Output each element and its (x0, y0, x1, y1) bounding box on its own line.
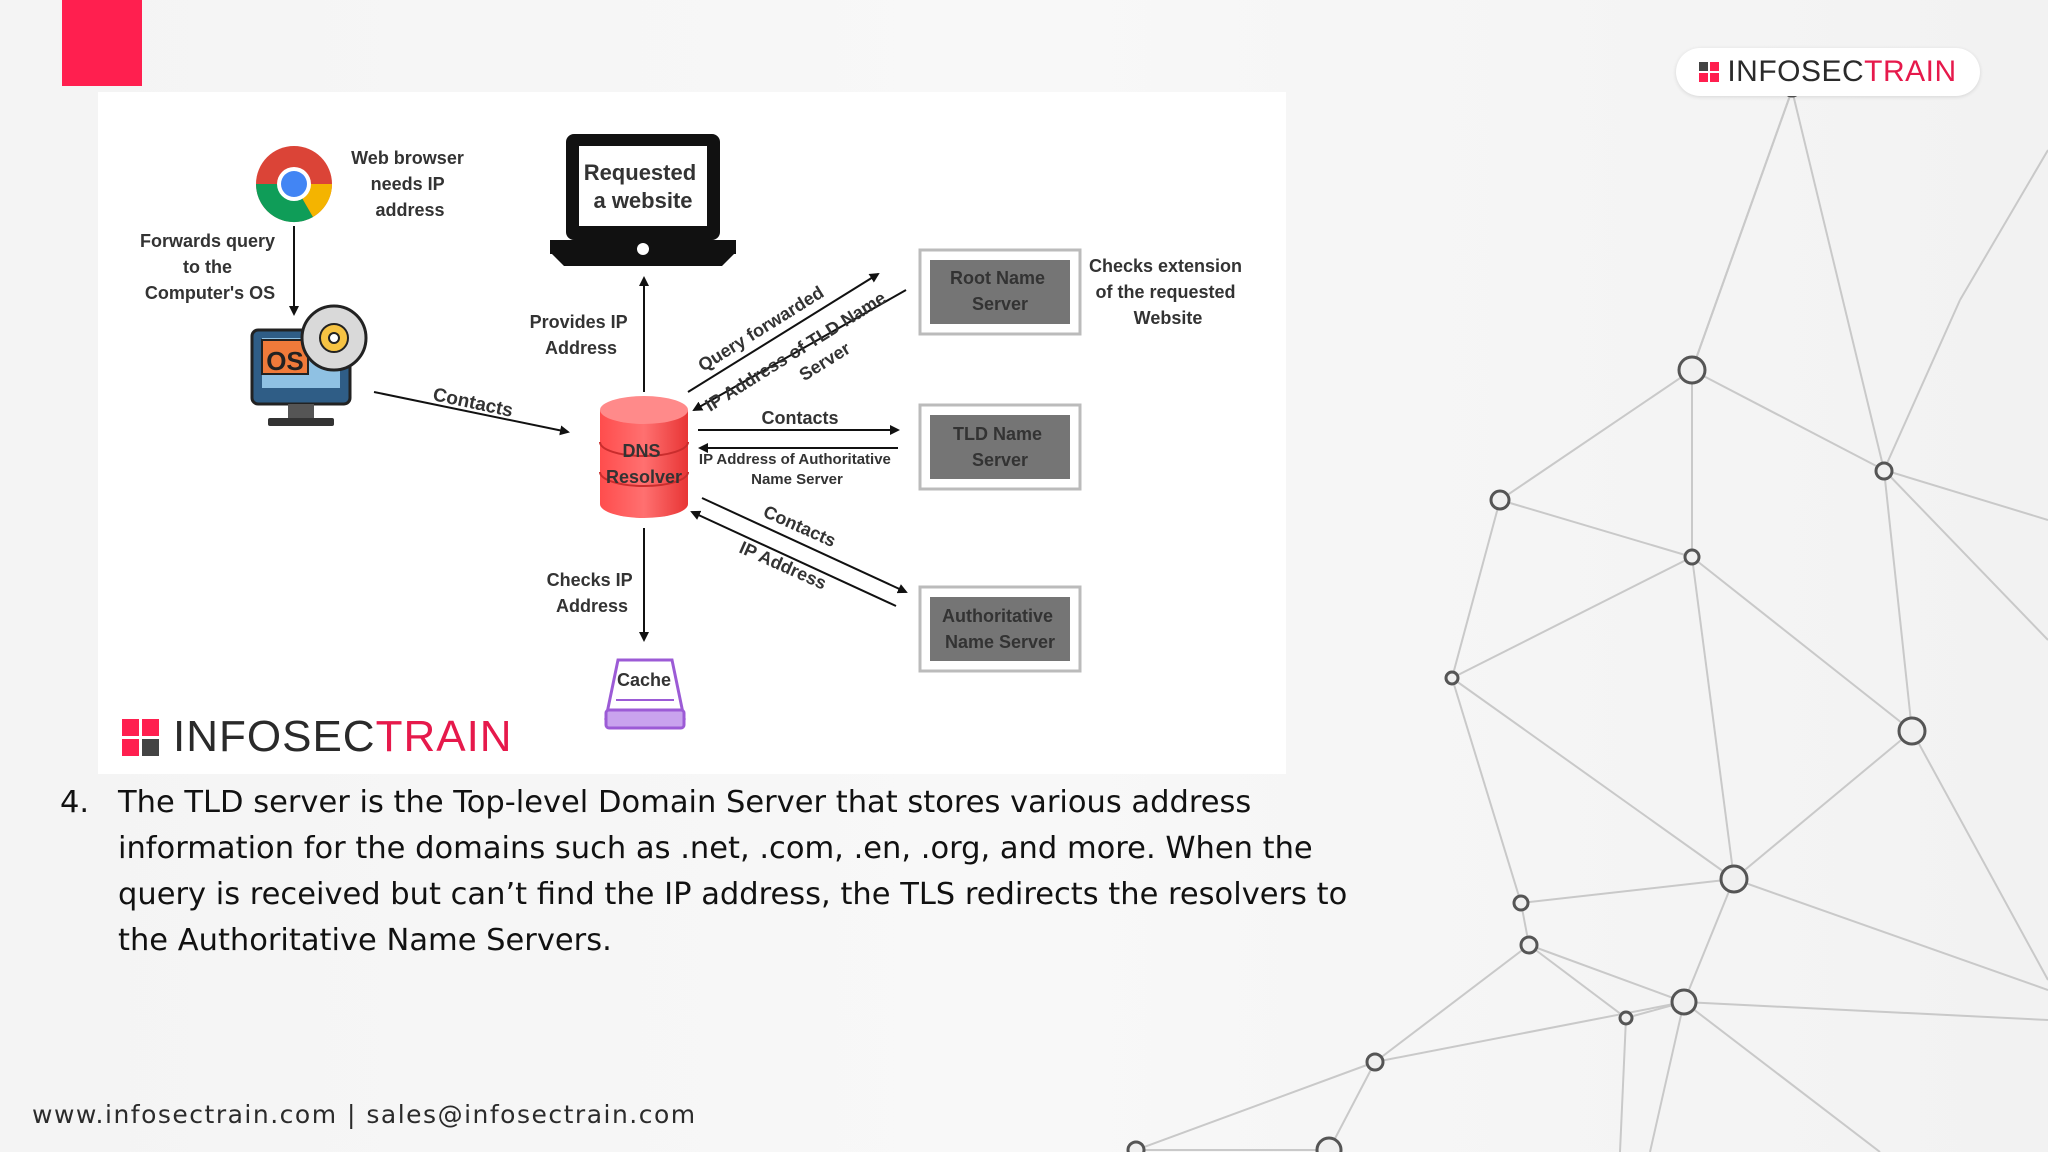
arrow-os-to-resolver (373, 391, 570, 436)
step-line: query is received but can’t find the IP … (118, 877, 1348, 912)
step-line: the Authoritative Name Servers. (118, 923, 612, 958)
root-server-note: Checks extension of the requested Websit… (1089, 256, 1247, 328)
step-description: 4. The TLD server is the Top-level Domai… (60, 780, 1380, 964)
header-brand-logo: INFOSECTRAIN (1676, 48, 1980, 96)
checks-ip-label: Checks IP Address (547, 570, 638, 616)
tld-name-server-box (918, 403, 1082, 491)
dns-resolver-icon (599, 396, 689, 518)
arrow-query-forwarded (687, 272, 880, 393)
os-computer-icon: OS (250, 304, 368, 426)
root-name-server-label: Root Name Server (950, 268, 1050, 314)
step-number: 4. (60, 785, 90, 820)
browser-note: Web browser needs IP address (351, 148, 469, 220)
svg-text:OS: OS (266, 346, 304, 376)
dns-resolution-diagram: Web browser needs IP address Forwards qu… (98, 92, 1286, 774)
arrow-contacts-authoritative (701, 497, 908, 594)
step-text: The TLD server is the Top-level Domain S… (118, 780, 1380, 964)
laptop-label: Requested a website (584, 160, 703, 213)
footer-contact: www.infosectrain.com | sales@infosectrai… (32, 1100, 697, 1129)
laptop-icon (550, 134, 736, 266)
diagram-brand-name: INFOSECTRAIN (173, 712, 513, 761)
cache-label: Cache (617, 670, 671, 690)
authoritative-name-server-label: Authoritative Name Server (942, 606, 1058, 652)
diagram-brand-logo: INFOSECTRAIN (122, 712, 513, 762)
chrome-browser-icon (255, 146, 333, 223)
contacts-label-left: Contacts (431, 384, 515, 421)
brand-mark-icon (122, 718, 159, 756)
os-forward-note: Forwards query to the Computer's OS (140, 231, 280, 303)
corner-accent-block (62, 0, 142, 86)
arrow-ip-of-tld (692, 289, 907, 411)
provides-ip-label: Provides IP Address (530, 312, 633, 358)
arrow-ip-address-return (690, 510, 897, 607)
cache-drive-icon (604, 658, 686, 730)
dns-resolver-label: DNS Resolver (606, 441, 682, 487)
header-brand-name: INFOSECTRAIN (1727, 55, 1957, 88)
step-line: The TLD server is the Top-level Domain S… (118, 785, 1252, 820)
authoritative-name-server-box (918, 585, 1082, 673)
ip-of-authoritative-label: IP Address of Authoritative Name Server (699, 451, 895, 488)
brand-mark-icon (1699, 62, 1720, 82)
root-name-server-box (918, 248, 1082, 336)
dns-flow-svg: Web browser needs IP address Forwards qu… (140, 134, 1247, 730)
tld-name-server-label: TLD Name Server (953, 424, 1047, 470)
ip-address-return-label: IP Address (736, 537, 829, 593)
contacts-tld-label: Contacts (761, 408, 838, 428)
step-line: information for the domains such as .net… (118, 831, 1313, 866)
